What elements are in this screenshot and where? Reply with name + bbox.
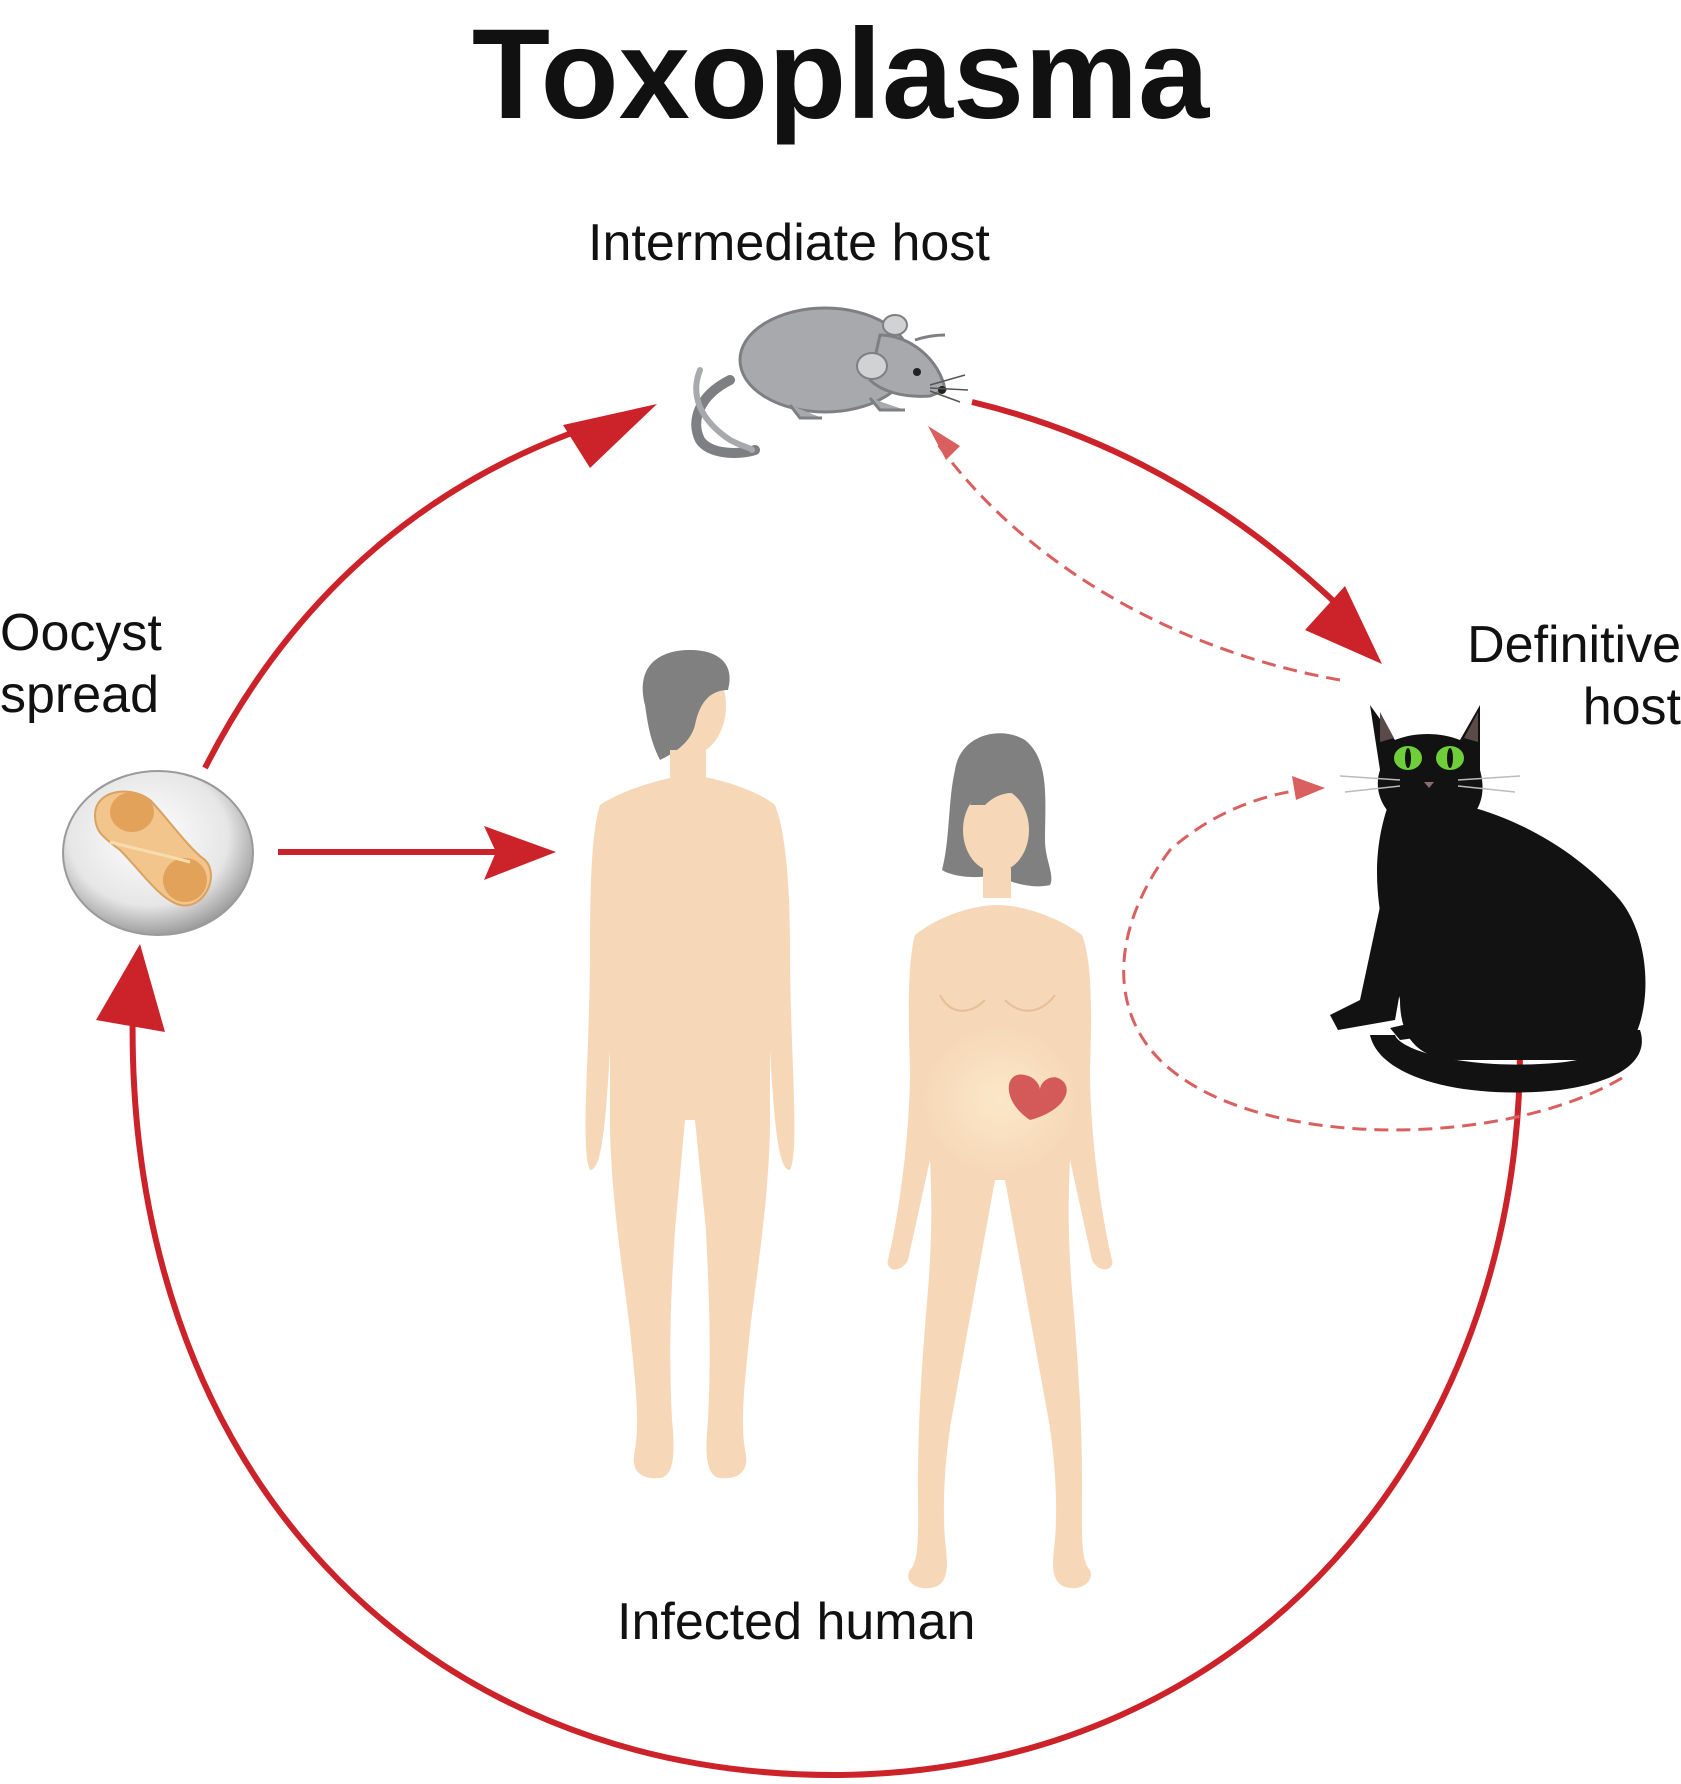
intermediate-host-label: Intermediate host [588,212,990,274]
arrow-oocyst-to-mouse [202,411,631,770]
definitive-host-label: Definitive host [1467,614,1681,738]
infected-human-label: Infected human [617,1591,975,1653]
oocyst-spread-label: Oocyst spread [0,602,162,726]
arrow-mouse-to-cat [971,399,1348,615]
intermediate-host-text: Intermediate host [588,214,990,272]
arrow-oocyst-to-mouse-head [563,404,657,468]
oocyst-label-line2: spread [0,666,159,724]
arrow-oocyst-to-humans-head [484,826,556,880]
dashed-arrow-cat-self-loop-head [1292,776,1325,800]
man-figure-icon [585,650,795,1479]
dashed-arrow-cat-self-loop [1122,788,1623,1132]
definitive-label-line1: Definitive [1467,616,1681,674]
infected-human-text: Infected human [617,1593,976,1651]
dashed-arrow-cat-to-mouse-head [928,426,960,460]
pregnant-woman-figure-icon [887,733,1113,1589]
oocyst-label-line1: Oocyst [0,604,162,662]
dashed-arrow-cat-to-mouse [933,439,1341,682]
page-title: Toxoplasma [471,3,1210,146]
fetus-heart-icon [1008,1074,1067,1120]
cat-icon [1330,705,1646,1093]
mouse-icon [691,306,969,458]
oocyst-icon [62,770,254,936]
arrow-cat-to-oocyst [129,999,1523,1779]
arrow-cat-to-oocyst-head [96,944,165,1032]
arrow-mouse-to-cat-head [1305,586,1382,664]
definitive-label-line2: host [1582,678,1681,736]
